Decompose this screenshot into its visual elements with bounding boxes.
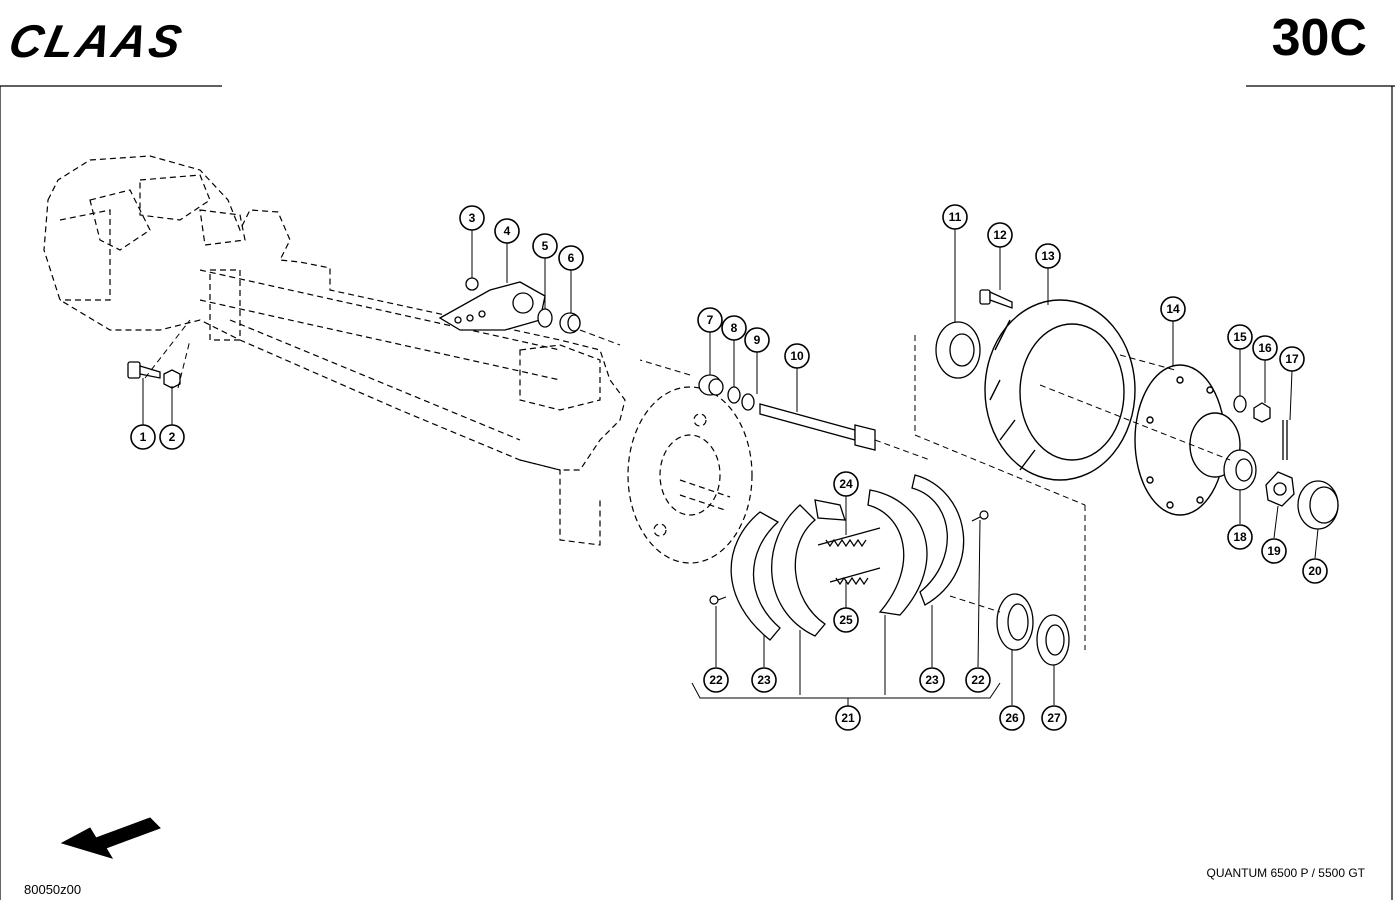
- part-22-rivet-left: [709, 595, 727, 605]
- part-11-bearing: [935, 321, 981, 379]
- part-4-slack-adjuster: [438, 281, 546, 331]
- part-19-castle-nut: [1265, 471, 1295, 507]
- axle-housing: [43, 155, 626, 546]
- callout-26: 26: [1005, 711, 1019, 725]
- leader-lines: [142, 229, 1319, 706]
- part-23-brake-lining-left: [730, 511, 781, 641]
- callout-labels: 1 2 3 4 5 6 7 8 9 10 11 12 13 14 15 16 1…: [140, 210, 1322, 725]
- part-14-wheel-hub: [1134, 364, 1241, 516]
- part-21-brake-shoe-left: [771, 499, 846, 637]
- callout-24: 24: [839, 477, 853, 491]
- callout-16: 16: [1258, 341, 1272, 355]
- callout-15: 15: [1233, 330, 1247, 344]
- callout-9: 9: [754, 333, 761, 347]
- part-26-shaft-seal: [996, 593, 1034, 651]
- callout-5: 5: [542, 239, 549, 253]
- callout-circles: [130, 204, 1328, 731]
- model-designation: QUANTUM 6500 P / 5500 GT: [1206, 866, 1365, 880]
- part-3-clip: [465, 277, 479, 291]
- callout-13: 13: [1041, 249, 1055, 263]
- callout-22-right: 22: [971, 673, 985, 687]
- part-23-brake-lining-right: [911, 474, 965, 606]
- part-10-brake-camshaft: [759, 403, 876, 451]
- assembly-lines: [144, 319, 1231, 650]
- part-17-split-pin: [1282, 420, 1288, 460]
- part-24-return-spring: [817, 527, 881, 548]
- callout-21: 21: [841, 711, 855, 725]
- part-16-nut: [1253, 402, 1271, 423]
- callout-17: 17: [1285, 352, 1299, 366]
- part-13-brake-drum: [984, 299, 1136, 481]
- direction-arrow-icon: [60, 817, 161, 859]
- callout-27: 27: [1047, 711, 1061, 725]
- callout-1: 1: [140, 430, 147, 444]
- callout-10: 10: [790, 349, 804, 363]
- callout-11: 11: [949, 210, 962, 224]
- part-9-ring: [741, 393, 755, 411]
- part-5-ring: [537, 308, 553, 328]
- part-12-wheel-bolt: [979, 289, 1013, 309]
- callout-8: 8: [731, 321, 738, 335]
- part-15-ring: [1233, 395, 1247, 413]
- part-7-bush: [698, 374, 724, 396]
- callout-20: 20: [1308, 564, 1322, 578]
- part-25-return-spring: [829, 567, 881, 586]
- part-20-hub-cap: [1297, 480, 1339, 530]
- part-22-rivet-right: [971, 510, 989, 522]
- callout-23-left: 23: [757, 673, 771, 687]
- callout-6: 6: [568, 251, 575, 265]
- callout-2: 2: [169, 430, 176, 444]
- callout-12: 12: [993, 228, 1007, 242]
- callout-23-right: 23: [925, 673, 939, 687]
- part-6-bush: [559, 312, 581, 334]
- callout-25: 25: [839, 613, 853, 627]
- callout-18: 18: [1233, 530, 1247, 544]
- drawing-number: 80050z00: [24, 882, 82, 897]
- sheet-code: 30C: [1271, 9, 1367, 67]
- part-1-bolt: [127, 361, 161, 379]
- sheet-frame: [0, 85, 1395, 900]
- callout-14: 14: [1166, 302, 1180, 316]
- callout-7: 7: [707, 313, 714, 327]
- callout-22-left: 22: [709, 673, 723, 687]
- part-27-thrust-washer: [1036, 614, 1070, 666]
- callout-3: 3: [469, 211, 476, 225]
- part-8-ring: [727, 386, 741, 404]
- callout-4: 4: [504, 224, 511, 238]
- part-18-bearing: [1223, 449, 1257, 491]
- callout-19: 19: [1267, 544, 1281, 558]
- brake-backing-plate: [627, 386, 753, 564]
- part-2-nut: [163, 369, 181, 389]
- part-21-brake-shoe-right: [867, 489, 928, 616]
